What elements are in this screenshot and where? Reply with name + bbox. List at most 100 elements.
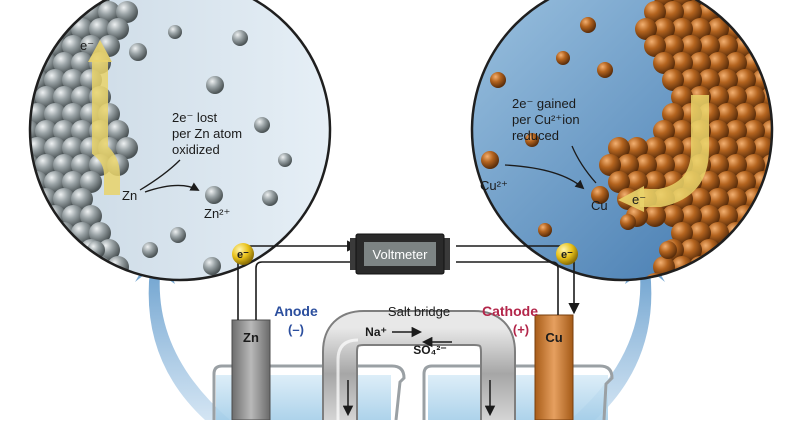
copper-atom [680, 69, 702, 91]
copper-atom [779, 120, 800, 142]
gained-text-line3: reduced [512, 128, 559, 143]
copper-atom [680, 205, 702, 227]
zinc-atom [30, 273, 48, 280]
copper-atom [617, 154, 639, 176]
copper-atom [671, 120, 693, 142]
zinc-electrode [231, 319, 271, 421]
zinc-atom [98, 239, 120, 261]
right-inset-copper [470, 0, 800, 282]
copper-atom [752, 239, 772, 261]
zinc-atom [71, 52, 93, 74]
copper-atom [707, 120, 729, 142]
zinc-ion [205, 186, 223, 204]
copper-atom [608, 171, 630, 193]
copper-atom [662, 1, 684, 23]
copper-atom [743, 222, 765, 244]
zinc-atom [30, 256, 39, 278]
copper-atom [698, 273, 720, 280]
copper-atom [779, 86, 800, 108]
copper-atom [689, 52, 711, 74]
copper-atom-free [538, 223, 552, 237]
copper-atom [608, 137, 630, 159]
copper-atom [671, 52, 693, 74]
zinc-atom [0, 256, 21, 278]
copper-atom [644, 205, 666, 227]
zinc-atom [35, 222, 57, 244]
zinc-ions-free [87, 25, 292, 275]
zinc-atom [107, 18, 129, 40]
copper-atom [752, 103, 772, 125]
copper-atom [779, 52, 800, 74]
copper-atom [761, 18, 772, 40]
zinc-atom [71, 256, 93, 278]
zinc-atom [8, 273, 30, 295]
copper-atom [761, 0, 772, 6]
gained-pointer-line [571, 145, 597, 184]
zinc-atom [89, 256, 111, 278]
zinc-atom [35, 256, 57, 278]
copper-atom [698, 35, 720, 57]
copper-atom [725, 52, 747, 74]
copper-atom [698, 69, 720, 91]
copper-atom [716, 205, 738, 227]
zinc-lattice [0, 0, 138, 295]
zinc-atom [80, 171, 102, 193]
copper-atom [653, 120, 675, 142]
zinc-atom [98, 273, 120, 280]
copper-atom [743, 120, 765, 142]
copper-atom [635, 18, 657, 40]
zn-ion-label: Zn²⁺ [204, 206, 230, 221]
copper-atom [734, 69, 756, 91]
copper-atom [644, 171, 666, 193]
copper-atom [725, 188, 747, 210]
copper-atom [680, 35, 702, 57]
copper-atom [626, 137, 648, 159]
copper-atom [779, 18, 800, 40]
copper-atom [707, 188, 729, 210]
copper-atom [770, 1, 772, 23]
zinc-atom [0, 0, 21, 6]
zinc-atom [35, 120, 57, 142]
zinc-atom [44, 103, 66, 125]
zinc-atom [80, 205, 102, 227]
copper-atom [644, 1, 666, 23]
copper-atom [689, 222, 711, 244]
zinc-atom [0, 18, 21, 40]
copper-atom [761, 256, 772, 278]
cu-electrode-label: Cu [545, 330, 562, 345]
electron-badge-right-label: e⁻ [561, 249, 573, 261]
cu-reduction-arrow [504, 164, 585, 190]
copper-atom [644, 35, 666, 57]
zinc-atom [62, 273, 84, 280]
copper-atom-free [525, 133, 539, 147]
zinc-atom [116, 137, 138, 159]
left-inset-zinc [0, 0, 332, 295]
zinc-atom [30, 1, 48, 23]
copper-atom [671, 0, 693, 6]
so4-ion-label: SO₄²⁻ [413, 343, 446, 357]
zinc-atom [62, 103, 84, 125]
copper-atom-free [597, 62, 613, 78]
copper-atom [653, 0, 675, 6]
zinc-atom [44, 273, 66, 280]
copper-atom [734, 1, 756, 23]
copper-atom [707, 222, 729, 244]
copper-atom [761, 52, 772, 74]
copper-atom [743, 86, 765, 108]
copper-atom [779, 256, 800, 278]
zinc-atom [89, 18, 111, 40]
copper-electrode [534, 314, 574, 421]
zinc-atom [53, 0, 75, 6]
copper-atom [734, 239, 756, 261]
copper-atom [770, 69, 772, 91]
copper-atom [734, 137, 756, 159]
zinc-ion [254, 117, 270, 133]
copper-atom [716, 273, 738, 280]
zinc-atom [53, 188, 75, 210]
copper-atom [779, 154, 800, 176]
copper-atom [707, 0, 729, 6]
right-flow-arrow [570, 242, 665, 420]
zinc-atom [0, 120, 21, 142]
anode-title: Anode [274, 303, 318, 319]
